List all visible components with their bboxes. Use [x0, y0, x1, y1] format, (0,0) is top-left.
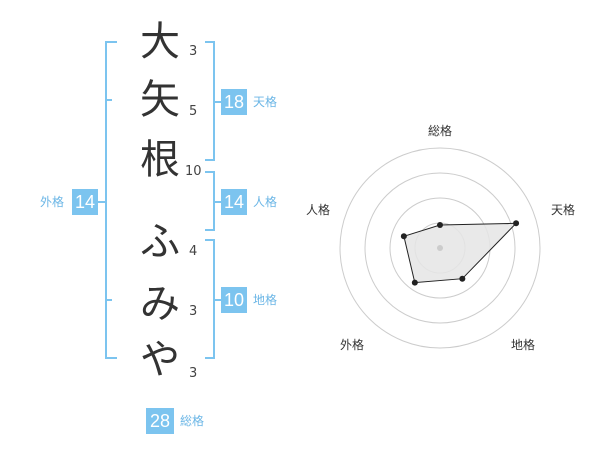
gaikaku-label: 外格 [40, 195, 65, 209]
chikaku-value-badge: 10 [221, 287, 247, 313]
gaikaku-value-badge: 14 [72, 189, 98, 215]
name-char-2: 矢 [140, 77, 180, 123]
tenkaku-label: 天格 [253, 95, 278, 109]
radar-axis-soukaku: 総格 [428, 124, 453, 138]
radar-ring-2 [364, 172, 516, 324]
name-char-6: や [140, 337, 180, 383]
radar-axis-tenkaku: 天格 [551, 203, 576, 217]
radar-point-1 [437, 222, 443, 228]
radar-axis-gaikaku: 外格 [340, 338, 365, 352]
radar-points [400, 220, 520, 286]
gaikaku-bracket [105, 41, 117, 359]
stroke-count-4: 4 [189, 244, 198, 259]
stroke-count-1: 3 [189, 44, 198, 59]
stroke-count-6: 3 [189, 366, 198, 381]
name-char-4: ふ [140, 219, 180, 265]
stroke-count-2: 5 [189, 104, 198, 119]
radar-axis-chikaku: 地格 [511, 338, 536, 352]
jinkaku-label: 人格 [253, 195, 278, 209]
stroke-count-5: 3 [189, 304, 198, 319]
radar-axis-jinkaku: 人格 [306, 203, 331, 217]
jinkaku-value-badge: 14 [221, 189, 247, 215]
radar-polygon [403, 222, 518, 284]
chikaku-label: 地格 [253, 293, 278, 307]
radar-point-2 [513, 220, 520, 227]
name-char-1: 大 [140, 19, 180, 65]
radar-center-dot [437, 245, 443, 251]
tenkaku-value-badge: 18 [221, 89, 247, 115]
stroke-count-3: 10 [185, 164, 202, 179]
radar-ring-1 [339, 147, 541, 349]
soukaku-label: 総格 [180, 414, 205, 428]
name-char-3: 根 [140, 137, 180, 183]
soukaku-value-badge: 28 [146, 408, 174, 434]
radar-point-4 [411, 279, 418, 286]
name-char-5: み [140, 281, 180, 327]
radar-point-5 [400, 233, 407, 240]
radar-point-3 [459, 275, 466, 282]
